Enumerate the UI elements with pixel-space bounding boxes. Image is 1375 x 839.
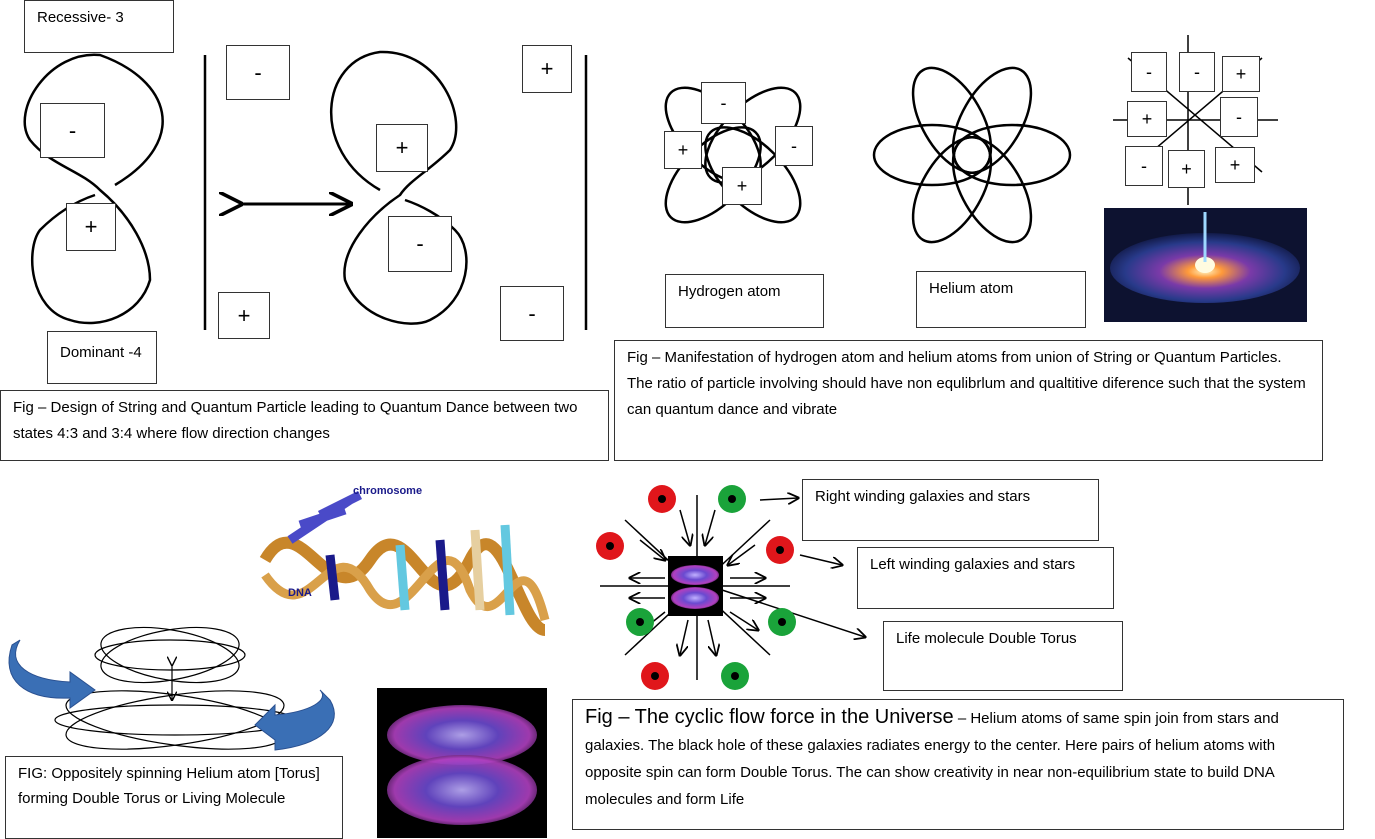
plus-sign-box: + xyxy=(66,203,116,251)
red-star xyxy=(596,532,624,560)
plus-sign-box: + xyxy=(522,45,572,93)
plus-sign-box: + xyxy=(664,131,702,169)
red-star xyxy=(648,485,676,513)
rotation-arrow-left xyxy=(8,639,96,709)
caption-double-torus: FIG: Oppositely spinning Helium atom [To… xyxy=(5,756,343,839)
red-star xyxy=(766,536,794,564)
life-molecule-label: Life molecule Double Torus xyxy=(883,621,1123,691)
minus-sign-box: - xyxy=(775,126,813,166)
double-torus-sketch xyxy=(54,626,296,750)
caption-string-design: Fig – Design of String and Quantum Parti… xyxy=(0,390,609,461)
minus-sign-box: - xyxy=(1131,52,1167,92)
string-figure-eight-left xyxy=(23,53,164,325)
caption-cyclic-title: Fig – The cyclic flow force in the Unive… xyxy=(585,706,954,728)
helium-atom-label: Helium atom xyxy=(916,271,1086,328)
green-star xyxy=(626,608,654,636)
plus-sign-box: + xyxy=(1215,147,1255,183)
minus-sign-box: - xyxy=(226,45,290,100)
dna-helix-image xyxy=(259,490,550,636)
plus-sign-box: + xyxy=(218,292,270,339)
caption-manifestation: Fig – Manifestation of hydrogen atom and… xyxy=(614,340,1323,461)
galaxy-bubble-image xyxy=(1104,208,1307,322)
plus-sign-box: + xyxy=(1168,150,1205,188)
minus-sign-box: - xyxy=(1125,146,1163,186)
center-torus-image xyxy=(668,556,723,616)
caption-cyclic-body: – Helium atoms of same spin join from st… xyxy=(585,710,1279,808)
caption-cyclic-flow: Fig – The cyclic flow force in the Unive… xyxy=(572,699,1344,830)
minus-sign-box: - xyxy=(1179,52,1215,92)
minus-sign-box: - xyxy=(500,286,564,341)
galaxy-stars xyxy=(596,485,796,690)
string-figure-eight-right xyxy=(330,50,468,325)
helium-atom-drawing xyxy=(872,66,1072,244)
right-winding-label: Right winding galaxies and stars xyxy=(802,479,1099,541)
minus-sign-box: - xyxy=(701,82,746,124)
dominant-label: Dominant -4 xyxy=(47,331,157,384)
left-winding-label: Left winding galaxies and stars xyxy=(857,547,1114,609)
plus-sign-box: + xyxy=(1222,56,1260,92)
minus-sign-box: - xyxy=(388,216,452,272)
chromosome-label: chromosome xyxy=(353,485,423,497)
plus-sign-box: + xyxy=(376,124,428,172)
hydrogen-atom-label: Hydrogen atom xyxy=(665,274,824,328)
dna-label: DNA xyxy=(288,587,312,599)
plus-sign-box: + xyxy=(722,167,762,205)
plus-sign-box: + xyxy=(1127,101,1167,137)
recessive-label: Recessive- 3 xyxy=(24,0,174,53)
minus-sign-box: - xyxy=(1220,97,1258,137)
green-star xyxy=(768,608,796,636)
green-star xyxy=(718,485,746,513)
green-star xyxy=(721,662,749,690)
double-torus-image xyxy=(377,688,547,838)
rotation-arrow-right xyxy=(254,689,335,751)
red-star xyxy=(641,662,669,690)
minus-sign-box: - xyxy=(40,103,105,158)
